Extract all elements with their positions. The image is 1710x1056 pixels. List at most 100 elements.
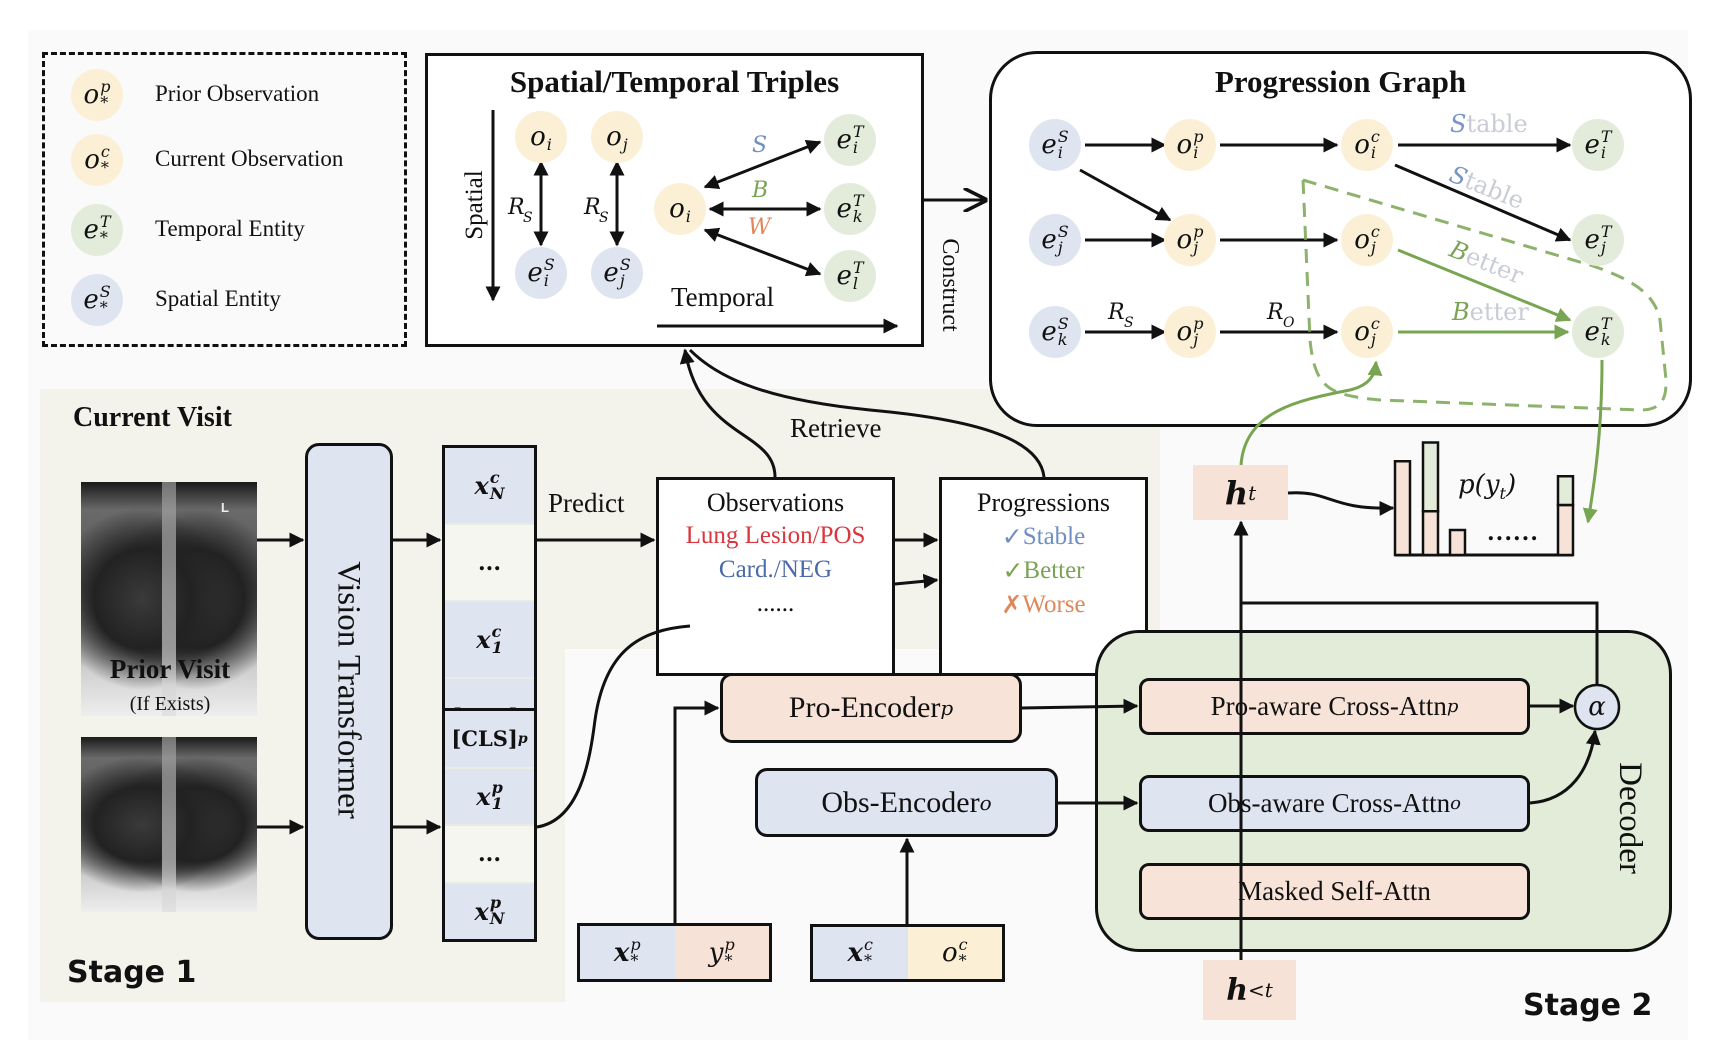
prob-symbol: p: [1458, 470, 1475, 500]
triple-ent-tl-sub: l: [852, 274, 858, 293]
input-pro-0-sym: x: [613, 937, 630, 968]
current-token-1[interactable]: ...: [445, 525, 534, 602]
pg-spatial-2-symbol: e: [1041, 317, 1057, 347]
triple-ent-sj-sup: S: [619, 255, 631, 274]
progression-mark-1: ✓: [1002, 558, 1024, 585]
pg-prior-2-symbol: o: [1176, 317, 1193, 347]
retrieve-label: Retrieve: [790, 413, 882, 443]
legend-symbol-2-symbol: e: [83, 215, 99, 245]
legend-symbol-0-symbol: o: [83, 80, 100, 110]
triple-obs-i-symbol: o: [530, 122, 546, 152]
triple-edge-stable: [703, 139, 822, 190]
obs-attn-label: Obs-aware Cross-Attn: [1207, 788, 1451, 818]
retrieve-curve-prog: [688, 348, 1046, 478]
pg-current-1-sub: j: [1370, 238, 1376, 257]
vision-transformer-box[interactable]: [305, 443, 393, 940]
legend-symbol-1-scripts: c*: [101, 144, 110, 176]
stage2-label: Stage 2: [1523, 988, 1653, 1023]
legend-symbol-1-sup: c: [100, 142, 110, 161]
obs-attn-sub: o: [1450, 793, 1462, 814]
triple-obs-j: o j: [591, 111, 643, 163]
prior-token-0[interactable]: [CLS]p: [445, 711, 534, 769]
pg-spatial-1-symbol: e: [1041, 225, 1057, 255]
triple-ent-tk-symbol: e: [836, 194, 852, 224]
prior-token-1-sup: p: [491, 778, 503, 798]
input-pro-1-scripts: p*: [724, 934, 735, 969]
input-obs-0-scripts: c*: [864, 937, 873, 969]
prior-visit-note: (If Exists): [129, 693, 211, 715]
legend-symbol-2-sup: T: [99, 212, 111, 231]
progression-item-2: ✗Worse: [939, 590, 1148, 620]
alpha-node: [1573, 683, 1621, 731]
input-obs-0-sup: c: [864, 935, 873, 954]
prior-token-3-sup: p: [489, 893, 502, 913]
prior-token-0-sup: p: [517, 730, 528, 747]
alpha-feedback: [1241, 601, 1599, 685]
h-prev-box: h<t: [1203, 960, 1296, 1020]
prior-token-1-sub: 1: [491, 794, 503, 814]
pg-current-0-symbol: o: [1354, 130, 1370, 160]
prob-bar-4: [1556, 503, 1575, 557]
current-token-2-sym: x: [476, 625, 491, 654]
prior-token-2[interactable]: ...: [445, 826, 534, 884]
h-t-to-graph-curve: [1239, 360, 1383, 466]
pg-label-better-2-initial: B: [1452, 298, 1470, 326]
current-visit-label: Current Visit: [73, 402, 232, 433]
pg-current-2-symbol: o: [1354, 317, 1370, 347]
prior-xray-image[interactable]: [81, 737, 257, 912]
pg-temporal-2-symbol: e: [1584, 317, 1600, 347]
current-xray-image[interactable]: L: [81, 482, 257, 716]
masked-self-attn-box[interactable]: Masked Self-Attn: [1139, 863, 1530, 920]
triple-ent-ti-symbol: e: [836, 125, 852, 155]
pg-label-stable-1-rest: table: [1466, 110, 1528, 138]
pg-spatial-2-sub: k: [1057, 330, 1068, 349]
legend-symbol-2-scripts: T*: [100, 214, 111, 246]
pg-label-stable-1-initial: S: [1450, 110, 1467, 138]
current-token-2-sup: c: [491, 621, 502, 641]
triple-obs-j-symbol: o: [606, 122, 622, 152]
input-pro-1-sup: p: [724, 934, 735, 954]
pg-edge-diag: [1079, 168, 1172, 222]
pg-prior-1-symbol: o: [1176, 225, 1193, 255]
obs-encoder-label: Obs-Encoder: [821, 785, 980, 819]
green-edge-better-diag: [1397, 248, 1572, 322]
prior-token-1-sym: x: [476, 781, 491, 811]
pg-prior-1-sup: p: [1193, 222, 1204, 241]
pg-temporal-1-symbol: e: [1584, 225, 1600, 255]
prob-bar-boost-4: [1556, 475, 1575, 507]
legend-symbol-1-sub: *: [100, 158, 109, 177]
prior-visit-label: Prior Visit: [109, 654, 231, 684]
triple-ent-sj-sub: j: [619, 271, 625, 290]
